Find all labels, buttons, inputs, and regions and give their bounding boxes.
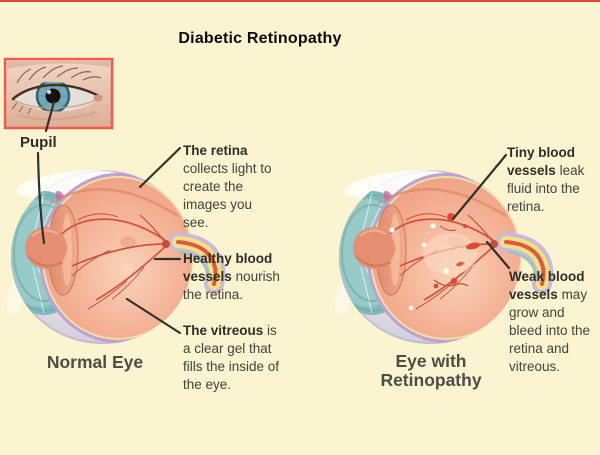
label-weak-vessels-bold: Weak blood vessels: [509, 269, 585, 302]
eye-photo-inset: [3, 57, 114, 130]
pupil-label: Pupil: [20, 134, 57, 151]
retinopathy-eye-illustration: [327, 165, 543, 344]
label-weak-vessels: Weak blood vessels may grow and bleed in…: [509, 268, 591, 376]
top-border-line: [0, 0, 600, 2]
label-healthy-vessels-rest: nourish the retina.: [183, 269, 280, 302]
caption-normal-eye: Normal Eye: [46, 352, 144, 372]
label-retina-rest: collects light to create the images you …: [183, 161, 272, 230]
label-tiny-vessels-rest: leak fluid into the retina.: [507, 163, 585, 214]
label-healthy-vessels: Healthy blood vessels nourish the retina…: [183, 250, 295, 304]
label-tiny-vessels: Tiny blood vessels leak fluid into the r…: [507, 144, 595, 216]
eyelashes-strokes: [16, 65, 102, 84]
label-retina-bold: The retina: [183, 143, 248, 158]
leader-photo-to-pupil-label: [44, 100, 56, 133]
label-vitreous-bold: The vitreous: [183, 323, 264, 338]
leader-weak-vessels: [485, 240, 511, 270]
leader-pupil-to-eye: [36, 151, 46, 245]
label-vitreous: The vitreous is a clear gel that fills t…: [183, 322, 287, 394]
label-tiny-vessels-bold: Tiny blood vessels: [507, 145, 575, 178]
upper-eyelid-line: [11, 83, 103, 101]
leader-vitreous: [125, 297, 182, 335]
label-healthy-vessels-bold: Healthy blood vessels: [183, 251, 273, 284]
page-title: Diabetic Retinopathy: [178, 30, 342, 47]
caruncle: [93, 94, 103, 102]
iris: [35, 81, 71, 112]
macular-edema-patch: [423, 233, 477, 275]
label-vitreous-rest: is a clear gel that fills the inside of …: [183, 323, 280, 392]
label-retina: The retina collects light to create the …: [183, 142, 279, 232]
leader-retina: [138, 146, 182, 189]
leader-lines: [36, 100, 511, 335]
caption-eye-with-retinopathy: Eye with Retinopathy: [380, 351, 482, 390]
abnormal-vessels: [433, 225, 469, 287]
leader-tiny-vessels: [451, 153, 508, 221]
label-weak-vessels-rest: may grow and bleed into the retina and v…: [509, 287, 591, 374]
exudate-spots: [389, 223, 449, 311]
